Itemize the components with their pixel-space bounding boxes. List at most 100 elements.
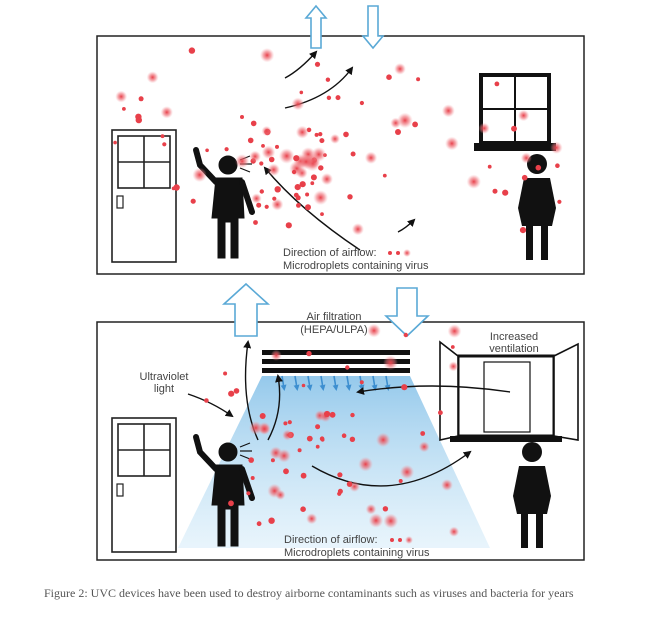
droplet xyxy=(253,220,258,225)
droplet xyxy=(494,81,500,87)
droplet xyxy=(310,181,315,186)
droplet xyxy=(395,129,401,135)
droplet xyxy=(350,412,355,418)
droplet xyxy=(318,165,324,171)
droplet xyxy=(521,174,528,181)
droplet xyxy=(557,199,562,204)
droplet xyxy=(335,95,341,101)
droplet xyxy=(259,48,275,63)
droplet xyxy=(300,472,307,479)
droplet xyxy=(368,513,384,528)
droplet xyxy=(271,198,284,211)
droplet xyxy=(383,513,399,529)
droplet xyxy=(555,163,560,168)
droplet xyxy=(162,142,167,147)
bottom-legend-droplet-sample xyxy=(390,536,413,544)
droplet xyxy=(251,193,262,204)
droplet xyxy=(173,184,180,191)
droplet xyxy=(192,167,207,183)
droplet xyxy=(441,104,455,118)
droplet xyxy=(313,190,329,206)
droplet xyxy=(233,388,240,394)
droplet xyxy=(250,120,257,127)
droplet xyxy=(416,77,421,82)
droplet xyxy=(306,435,313,442)
open-window-icon xyxy=(439,340,579,442)
filter-arrow xyxy=(293,375,300,391)
airflow-down-icon xyxy=(384,287,430,338)
droplet xyxy=(283,421,288,426)
droplet xyxy=(314,132,319,137)
filter-arrow xyxy=(306,375,313,391)
droplet xyxy=(420,431,426,436)
droplet xyxy=(535,164,542,171)
filter-arrow xyxy=(345,375,352,391)
top-panel: Direction of airflow: Microdroplets cont… xyxy=(96,4,585,275)
droplet xyxy=(478,122,490,134)
droplet xyxy=(188,47,196,54)
droplet xyxy=(259,161,264,166)
droplet xyxy=(466,174,481,189)
droplet xyxy=(448,361,459,372)
ventilation-label-line2: ventilation xyxy=(489,343,539,355)
droplet xyxy=(296,203,301,208)
droplet xyxy=(382,506,389,512)
droplet xyxy=(358,456,373,472)
droplet xyxy=(329,411,336,418)
uv-label-line2: light xyxy=(154,383,174,395)
droplet xyxy=(190,198,196,204)
droplet xyxy=(247,137,254,144)
filtration-subtitle: (HEPA/ULPA) xyxy=(300,324,367,336)
airflow-up-icon xyxy=(304,4,328,49)
droplet xyxy=(160,106,173,119)
droplet xyxy=(228,500,234,507)
droplet xyxy=(282,429,294,441)
door-icon xyxy=(111,129,177,263)
droplet xyxy=(347,194,353,200)
droplet xyxy=(250,476,255,480)
droplet xyxy=(264,204,269,209)
droplet xyxy=(438,410,443,416)
droplet xyxy=(386,74,392,80)
droplet xyxy=(320,437,325,442)
bottom-airflow-arrows xyxy=(187,340,511,487)
droplet xyxy=(268,517,275,524)
droplet xyxy=(278,148,295,164)
droplet xyxy=(291,169,297,175)
droplet xyxy=(295,125,309,139)
bottom-panel: Air filtration (HEPA/ULPA) Increased ven… xyxy=(96,282,585,561)
droplet xyxy=(448,526,460,537)
droplet xyxy=(399,464,415,480)
droplet xyxy=(337,472,343,478)
top-legend-airflow: Direction of airflow: xyxy=(283,247,377,259)
droplet xyxy=(277,449,291,463)
droplet xyxy=(319,138,325,144)
droplet xyxy=(275,489,286,500)
bottom-legend-droplets: Microdroplets containing virus xyxy=(284,547,430,559)
droplet xyxy=(261,125,272,137)
droplet xyxy=(511,125,517,132)
droplet xyxy=(305,204,311,211)
droplet xyxy=(315,424,321,430)
droplet xyxy=(315,444,320,449)
droplet xyxy=(205,148,209,153)
droplet xyxy=(375,432,391,448)
droplet xyxy=(204,398,209,403)
filter-arrow xyxy=(332,375,339,391)
droplet xyxy=(337,488,343,494)
droplet xyxy=(249,150,261,163)
droplet xyxy=(341,433,347,439)
droplet xyxy=(320,212,324,217)
top-legend-droplets: Microdroplets containing virus xyxy=(283,260,429,272)
droplet xyxy=(115,90,128,103)
droplet xyxy=(228,390,235,397)
droplet xyxy=(261,145,276,160)
top-legend-droplet-sample xyxy=(388,249,411,257)
droplet xyxy=(398,479,403,483)
droplet xyxy=(270,458,275,463)
droplet xyxy=(287,420,292,425)
droplet xyxy=(298,154,314,170)
droplet xyxy=(246,491,251,496)
droplet xyxy=(359,100,364,106)
